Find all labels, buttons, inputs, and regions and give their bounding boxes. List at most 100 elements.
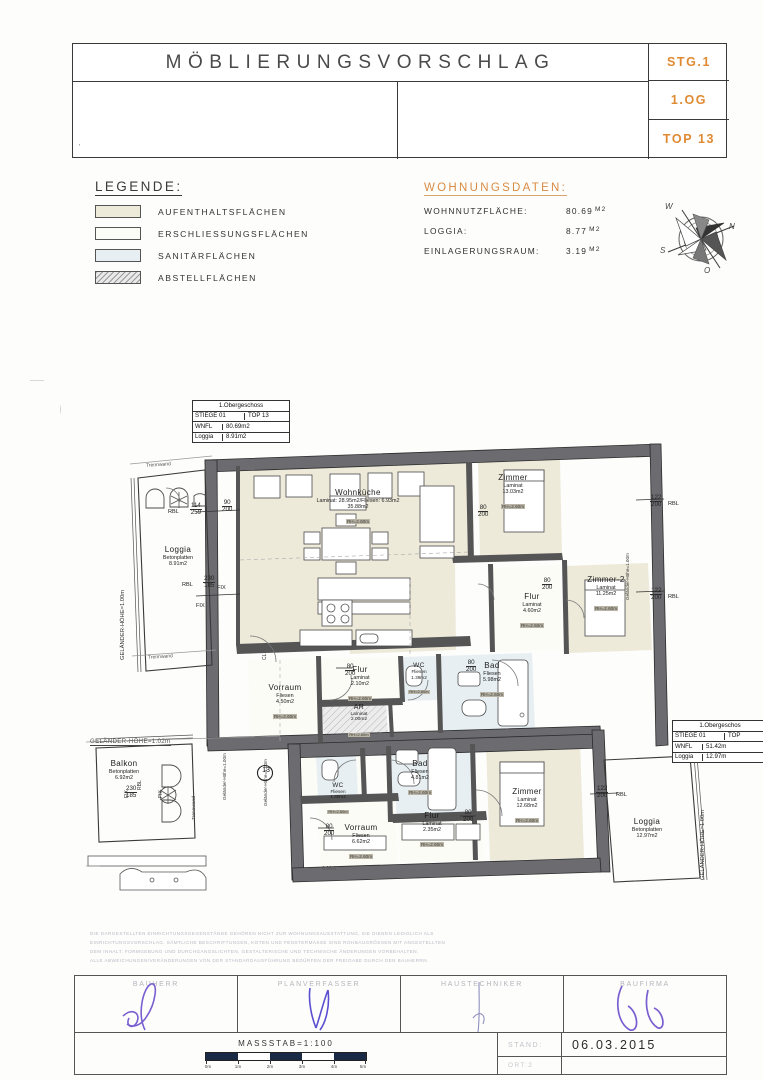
info-box-top-unit: 1.Obergeschoss STIEGE 01 TOP 13 WNFL 80.… bbox=[192, 400, 290, 444]
disclaimer-text: DIE DARGESTELLTEN EINRICHTUNGSGEGENSTÄND… bbox=[90, 930, 675, 966]
room-label-flur-lower: Flur Laminat 2.35m2 RH=2.60m bbox=[408, 811, 456, 851]
signature-mark-bauherr bbox=[122, 983, 157, 1031]
dim-230-185: 230 185 bbox=[203, 575, 216, 590]
room-area: 12.68m2 bbox=[516, 803, 538, 809]
scale-tick-0: 0m bbox=[204, 1064, 212, 1069]
scan-artifact bbox=[30, 380, 44, 381]
room-area: 8.91m2 bbox=[169, 561, 187, 567]
signature-cell-baufirma[interactable]: BAUFIRMA bbox=[564, 976, 726, 1032]
signature-cell-planverfasser[interactable]: PLANVERFASSER bbox=[238, 976, 401, 1032]
rbl-label-4: RBL bbox=[668, 594, 679, 600]
legend-label-abstell: ABSTELLFLÄCHEN bbox=[158, 272, 257, 283]
scan-artifact-2 bbox=[60, 405, 61, 414]
room-name: Flur bbox=[524, 592, 540, 601]
room-label-bad-upper: Bad Fliesen 5.98m2 RH=2.60m bbox=[468, 661, 516, 701]
legend-heading: LEGENDE: bbox=[95, 179, 183, 196]
geschoss-cell: 1.OG bbox=[649, 81, 729, 120]
legend-item-erschliessung: ERSCHLIESSUNGSFLÄCHEN bbox=[95, 227, 395, 240]
info-wnfl-key: WNFL bbox=[673, 743, 703, 751]
legend-swatch-abstell bbox=[95, 271, 141, 284]
info-loggia-value: 12.97m bbox=[706, 753, 727, 761]
stiege-label: STG.1 bbox=[666, 54, 712, 69]
room-materials: Laminat bbox=[517, 796, 537, 803]
dim-denominator: 259 bbox=[190, 509, 202, 517]
room-height: RH=2.60m bbox=[500, 504, 526, 510]
info-floor: 1.Obergeschos bbox=[699, 721, 741, 729]
disclaimer-line-2: EINRICHTUNGSVORSCHLAG. SÄMTLICHE BESCHRI… bbox=[90, 939, 446, 945]
dim-door-80-200-d: 80 200 bbox=[478, 504, 489, 519]
room-name: Wohnküche bbox=[335, 488, 381, 497]
compass-label-west: W bbox=[665, 202, 673, 211]
signature-mark-planverfasser bbox=[308, 987, 330, 1031]
info-floor-row: 1.Obergeschoss bbox=[193, 401, 289, 412]
wohnungsdaten-row-wohnnutzflaeche: WOHNNUTZFLÄCHE: 80.69 M2 bbox=[424, 206, 654, 216]
disclaimer-line-3: DEM INHALT. FORMGEBUNG UND DURCHGANGSLIC… bbox=[90, 948, 419, 954]
room-materials: Laminat bbox=[596, 584, 616, 591]
room-materials: Laminat bbox=[350, 711, 368, 717]
fix-vertical-2: FIX bbox=[158, 790, 164, 798]
signature-mark-baufirma bbox=[617, 985, 664, 1031]
gelaender-hoehe-mid: Geländer-Höhe=1.00m bbox=[625, 553, 630, 600]
unit-marker-label: 13 bbox=[262, 767, 270, 774]
legend-swatch-sanitaer bbox=[95, 249, 141, 262]
room-name: AR bbox=[353, 704, 365, 711]
info-wnfl-row: WNFL 51.42m bbox=[673, 742, 763, 753]
room-area: 4.81m2 bbox=[411, 775, 429, 781]
info-wnfl-value: 51.42m bbox=[706, 742, 727, 750]
room-label-flur-upper: Flur Laminat 4.60m2 RH=2.60m bbox=[508, 592, 556, 632]
room-materials: Fliesen bbox=[330, 789, 346, 795]
dim-denominator: 200 bbox=[542, 584, 553, 592]
info-stiege: STIEGE 01 bbox=[673, 732, 725, 740]
title-main-cell: MÖBLIERUNGSVORSCHLAG bbox=[73, 44, 648, 82]
room-label-vorraum-upper: Vorraum Fliesen 4.50m2 RH=2.60m bbox=[254, 683, 316, 723]
dim-numerator: 80 bbox=[478, 504, 489, 513]
dim-numerator: 80 bbox=[324, 823, 335, 832]
compass-rose: W N O S bbox=[660, 196, 742, 278]
fix-vertical-1: FIX bbox=[124, 790, 130, 798]
dim-window-right-3: 122 200 bbox=[596, 785, 609, 800]
dim-numerator: 122 bbox=[650, 494, 663, 503]
signature-label-baufirma: BAUFIRMA bbox=[620, 981, 670, 988]
fix-label-1: FIX bbox=[196, 603, 205, 609]
legend-item-sanitaer: SANITÄRFLÄCHEN bbox=[95, 249, 395, 262]
room-materials: Fliesen bbox=[411, 669, 427, 675]
dim-door-80-200-b: 80 200 bbox=[466, 659, 477, 674]
dim-numerator: 80 bbox=[345, 663, 356, 672]
room-label-ar: AR Laminat 2.00m2 RH=2.60m bbox=[334, 704, 384, 740]
dim-window-right-2: 122 200 bbox=[650, 587, 663, 602]
compass-label-ost: O bbox=[704, 266, 711, 275]
gelaender-hoehe-right: GELÄNDER-HÖHE=1.00m bbox=[700, 809, 706, 880]
signature-label-haustechniker: HAUSTECHNIKER bbox=[441, 981, 523, 988]
disclaimer-line-1: DIE DARGESTELLTEN EINRICHTUNGSGEGENSTÄND… bbox=[90, 931, 434, 936]
room-area: 6.92m2 bbox=[115, 775, 133, 781]
einlager-value: 3.19 bbox=[566, 246, 588, 256]
legend-label-erschliessung: ERSCHLIESSUNGSFLÄCHEN bbox=[158, 228, 309, 239]
scale-tick-2: 2m bbox=[266, 1064, 274, 1069]
signature-cell-bauherr[interactable]: BAUHERR bbox=[75, 976, 238, 1032]
signature-cell-haustechniker[interactable]: HAUSTECHNIKER bbox=[401, 976, 564, 1032]
dim-numerator: 122 bbox=[596, 785, 609, 794]
rbl-label-1: RBL bbox=[168, 509, 179, 515]
info-stiege: STIEGE 01 bbox=[193, 412, 245, 420]
room-area: 35.88m2 bbox=[347, 504, 369, 510]
info-box-bottom-unit: 1.Obergeschos STIEGE 01 TOP WNFL 51.42m … bbox=[672, 720, 763, 764]
dim-numerator: 230 bbox=[203, 575, 216, 584]
scale-tick-1: 1m bbox=[234, 1064, 242, 1069]
signature-mark-haustechniker bbox=[472, 982, 485, 1032]
legend-label-aufenthalt: AUFENTHALTSFLÄCHEN bbox=[158, 206, 287, 217]
einlager-unit: M2 bbox=[589, 246, 601, 253]
room-label-zimmer-lower: Zimmer Laminat 12.68m2 RH=2.60m bbox=[496, 787, 558, 827]
room-name: Flur bbox=[352, 665, 368, 674]
legend-item-abstell: ABSTELLFLÄCHEN bbox=[95, 271, 395, 284]
dim-114-259: 114 259 bbox=[190, 502, 202, 517]
compass-icon bbox=[667, 209, 735, 269]
legend-label-sanitaer: SANITÄRFLÄCHEN bbox=[158, 250, 257, 261]
info-wnfl-key: WNFL bbox=[193, 423, 223, 431]
room-materials: Laminat bbox=[350, 674, 370, 681]
einlager-key: EINLAGERUNGSRAUM: bbox=[424, 246, 540, 256]
scale-tick-5: 5m bbox=[359, 1064, 367, 1069]
loggia-key: LOGGIA: bbox=[424, 226, 468, 236]
info-top: TOP 13 bbox=[248, 412, 269, 420]
